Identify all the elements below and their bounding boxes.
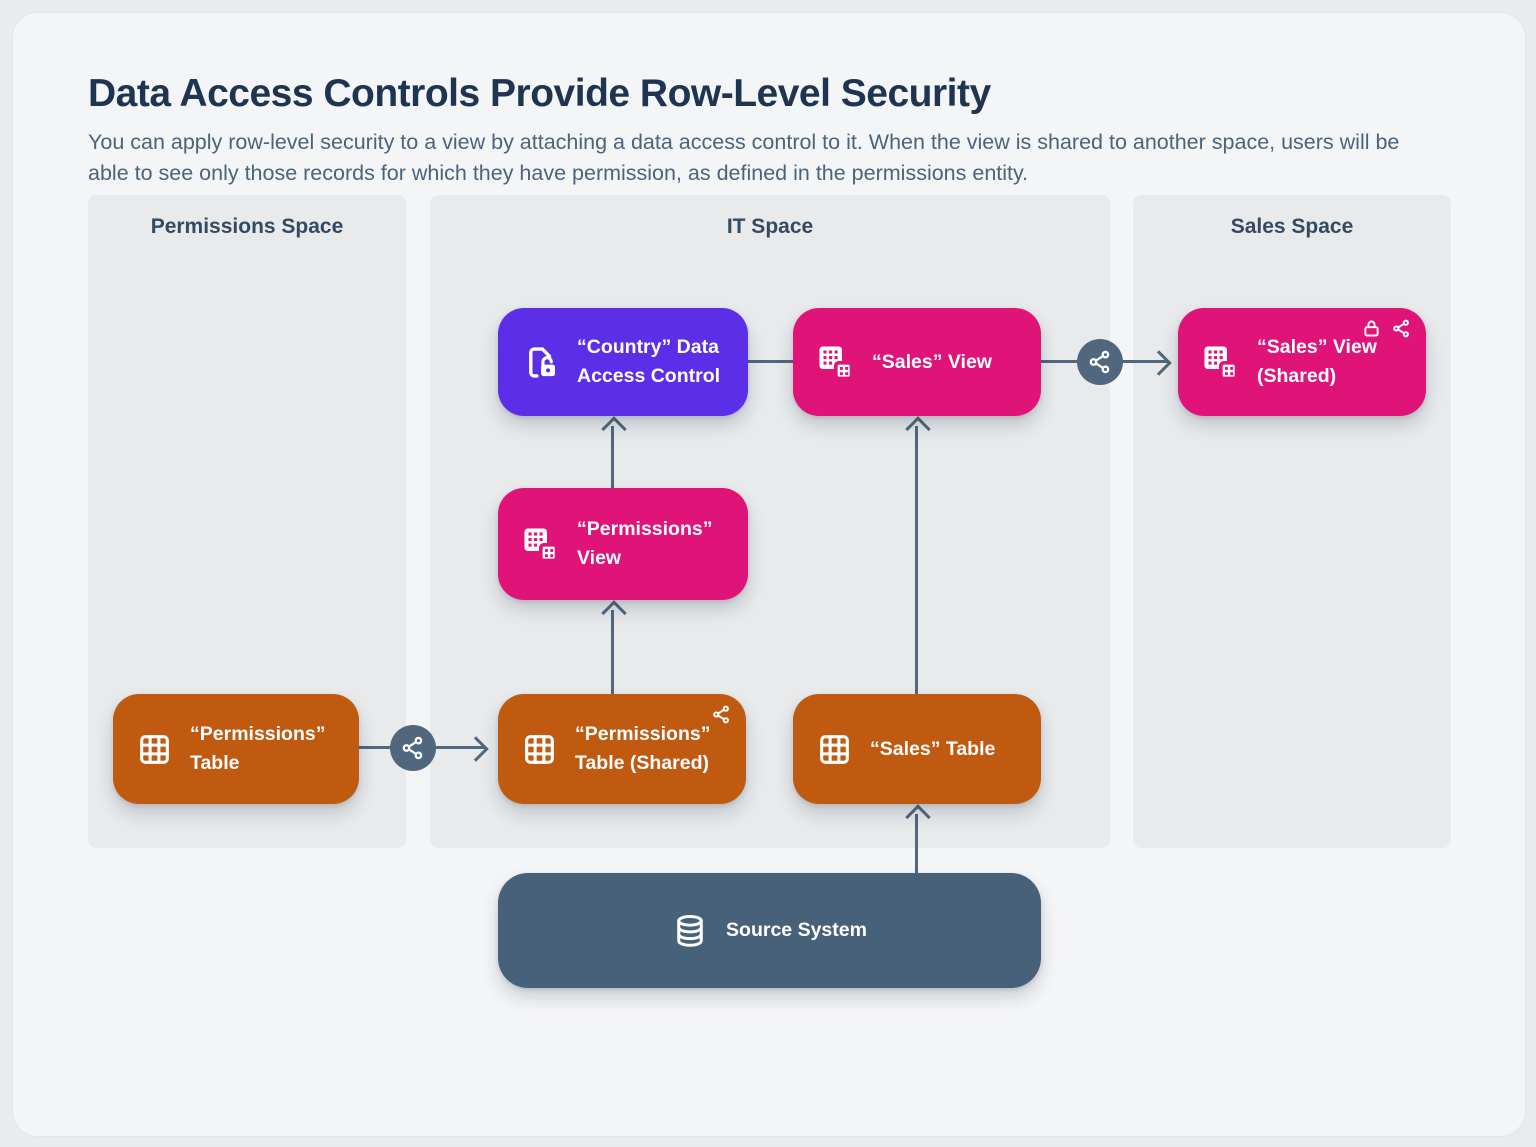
node-permissions-table-shared: “Permissions” Table (Shared) <box>498 694 746 804</box>
view-icon <box>817 344 854 381</box>
connector-permissions-table-shared-to-view <box>611 610 614 694</box>
share-badge-icon <box>1077 339 1123 385</box>
node-country-data-access-control: “Country” Data Access Control <box>498 308 748 416</box>
node-label: “Sales” View (Shared) <box>1257 336 1377 387</box>
node-badges <box>1361 318 1412 344</box>
node-label: “Sales” Table <box>870 737 996 760</box>
view-icon <box>1202 344 1239 381</box>
page-subtitle: You can apply row-level security to a vi… <box>88 130 1400 185</box>
node-source-system: Source System <box>498 873 1041 988</box>
share-icon <box>711 704 732 730</box>
panel-sales-space-label: Sales Space <box>1230 215 1354 238</box>
connector-sales-view-to-share <box>1041 360 1078 363</box>
table-icon <box>522 732 557 767</box>
panel-it-space-label: IT Space <box>726 215 814 238</box>
connector-permissions-view-to-dac <box>611 426 614 488</box>
share-icon <box>1391 318 1412 344</box>
share-badge-icon <box>390 725 436 771</box>
node-sales-view-shared: “Sales” View (Shared) <box>1178 308 1426 416</box>
database-icon <box>672 913 708 949</box>
connector-share-to-sales-view-shared <box>1122 360 1168 363</box>
node-label: “Country” Data Access Control <box>577 336 721 387</box>
node-label: Source System <box>726 919 867 941</box>
table-icon <box>817 732 852 767</box>
lock-icon <box>1361 318 1382 344</box>
node-permissions-table: “Permissions” Table <box>113 694 359 804</box>
node-sales-view: “Sales” View <box>793 308 1041 416</box>
node-badges <box>711 704 732 730</box>
node-label: “Permissions” Table (Shared) <box>575 723 711 774</box>
connector-share-to-permissions-table-shared <box>433 746 485 749</box>
node-label: “Permissions” Table <box>190 723 326 774</box>
node-sales-table: “Sales” Table <box>793 694 1041 804</box>
view-icon <box>522 526 559 563</box>
connector-source-to-sales-table <box>915 814 918 873</box>
page-title: Data Access Controls Provide Row-Level S… <box>88 72 991 115</box>
node-label: “Sales” View <box>872 350 992 373</box>
connector-dac-to-sales-view <box>748 360 793 363</box>
node-label: “Permissions” View <box>577 518 713 569</box>
connector-permissions-table-to-share <box>359 746 393 749</box>
panel-sales-space: Sales Space <box>1133 195 1451 848</box>
connector-sales-table-to-sales-view <box>915 426 918 694</box>
data-access-control-icon <box>522 344 559 381</box>
node-permissions-view: “Permissions” View <box>498 488 748 600</box>
table-icon <box>137 732 172 767</box>
panel-permissions-space-label: Permissions Space <box>150 215 344 238</box>
